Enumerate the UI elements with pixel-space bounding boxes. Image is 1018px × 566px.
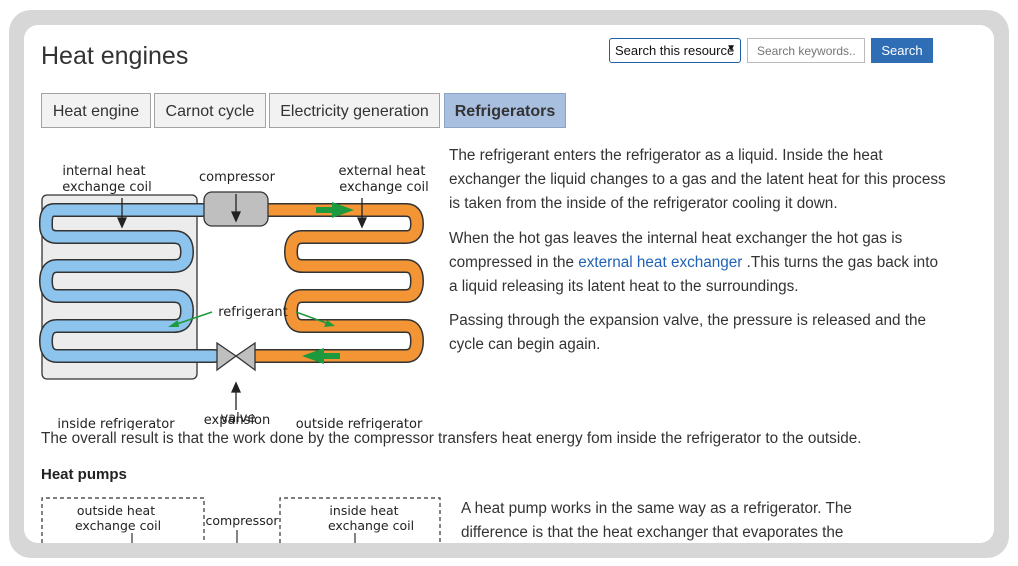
paragraph-2-text-b: .This turns the gas back into a liquid r… xyxy=(449,254,938,295)
paragraph-1: The refrigerant enters the refrigerator … xyxy=(449,147,946,212)
tab-heat-engine[interactable]: Heat engine xyxy=(41,93,151,128)
label-outside-refrigerator: outside refrigerator xyxy=(296,417,423,430)
hp-label-inside-2: exchange coil xyxy=(328,518,414,533)
outside-coil-box xyxy=(41,497,205,543)
refrigerant-arrowheads xyxy=(168,320,335,327)
external-heat-exchanger-link[interactable]: external heat exchanger xyxy=(578,254,743,271)
tab-electricity-generation[interactable]: Electricity generation xyxy=(269,93,440,128)
label-external-coil-2: exchange coil xyxy=(339,180,429,195)
label-pointers xyxy=(116,194,368,410)
label-internal-coil-1: internal heat xyxy=(62,164,145,179)
hp-label-outside-2: exchange coil xyxy=(75,518,161,533)
flow-arrows xyxy=(302,202,354,364)
label-refrigerant: refrigerant xyxy=(218,305,288,320)
search-scope-label: Search this resource xyxy=(615,43,735,58)
label-expansion-valve-2: valve xyxy=(220,411,256,426)
hp-label-outside-1: outside heat xyxy=(77,503,155,518)
content-panel: Heat engines Search this resource ▼ Sear… xyxy=(24,25,994,543)
tab-refrigerators[interactable]: Refrigerators xyxy=(444,93,566,128)
search-scope-select[interactable]: Search this resource ▼ xyxy=(609,38,741,63)
paragraph-2-text-a: When the hot gas leaves the internal hea… xyxy=(449,230,903,271)
label-inside-refrigerator: inside refrigerator xyxy=(57,417,175,430)
external-coil xyxy=(249,203,424,363)
paragraph-2: When the hot gas leaves the internal hea… xyxy=(449,227,949,299)
label-compressor: compressor xyxy=(199,170,276,185)
paragraph-3: Passing through the expansion valve, the… xyxy=(449,312,927,353)
refrigerator-diagram: internal heat exchange coil compressor e… xyxy=(39,164,429,430)
chevron-down-icon: ▼ xyxy=(726,43,736,54)
label-internal-coil-2: exchange coil xyxy=(62,180,152,195)
search-input[interactable] xyxy=(747,38,865,63)
inside-coil-box xyxy=(279,497,441,543)
overall-result-text: The overall result is that the work done… xyxy=(41,430,862,447)
heat-pumps-heading: Heat pumps xyxy=(41,466,127,483)
hp-label-inside-1: inside heat xyxy=(329,503,398,518)
internal-coil xyxy=(39,203,221,363)
tab-carnot-cycle[interactable]: Carnot cycle xyxy=(154,93,266,128)
page-title: Heat engines xyxy=(41,42,189,70)
refrigerant-pointers xyxy=(173,311,330,326)
heat-pump-paragraph: A heat pump works in the same way as a r… xyxy=(461,500,852,541)
search-button[interactable]: Search xyxy=(871,38,933,63)
heat-pump-diagram: outside heat exchange coil compressor in… xyxy=(41,497,441,543)
hp-label-compressor: compressor xyxy=(206,513,280,528)
expansion-valve-shape xyxy=(216,341,256,372)
label-expansion-valve-1: expansion xyxy=(204,413,271,428)
label-external-coil-1: external heat xyxy=(339,164,426,179)
